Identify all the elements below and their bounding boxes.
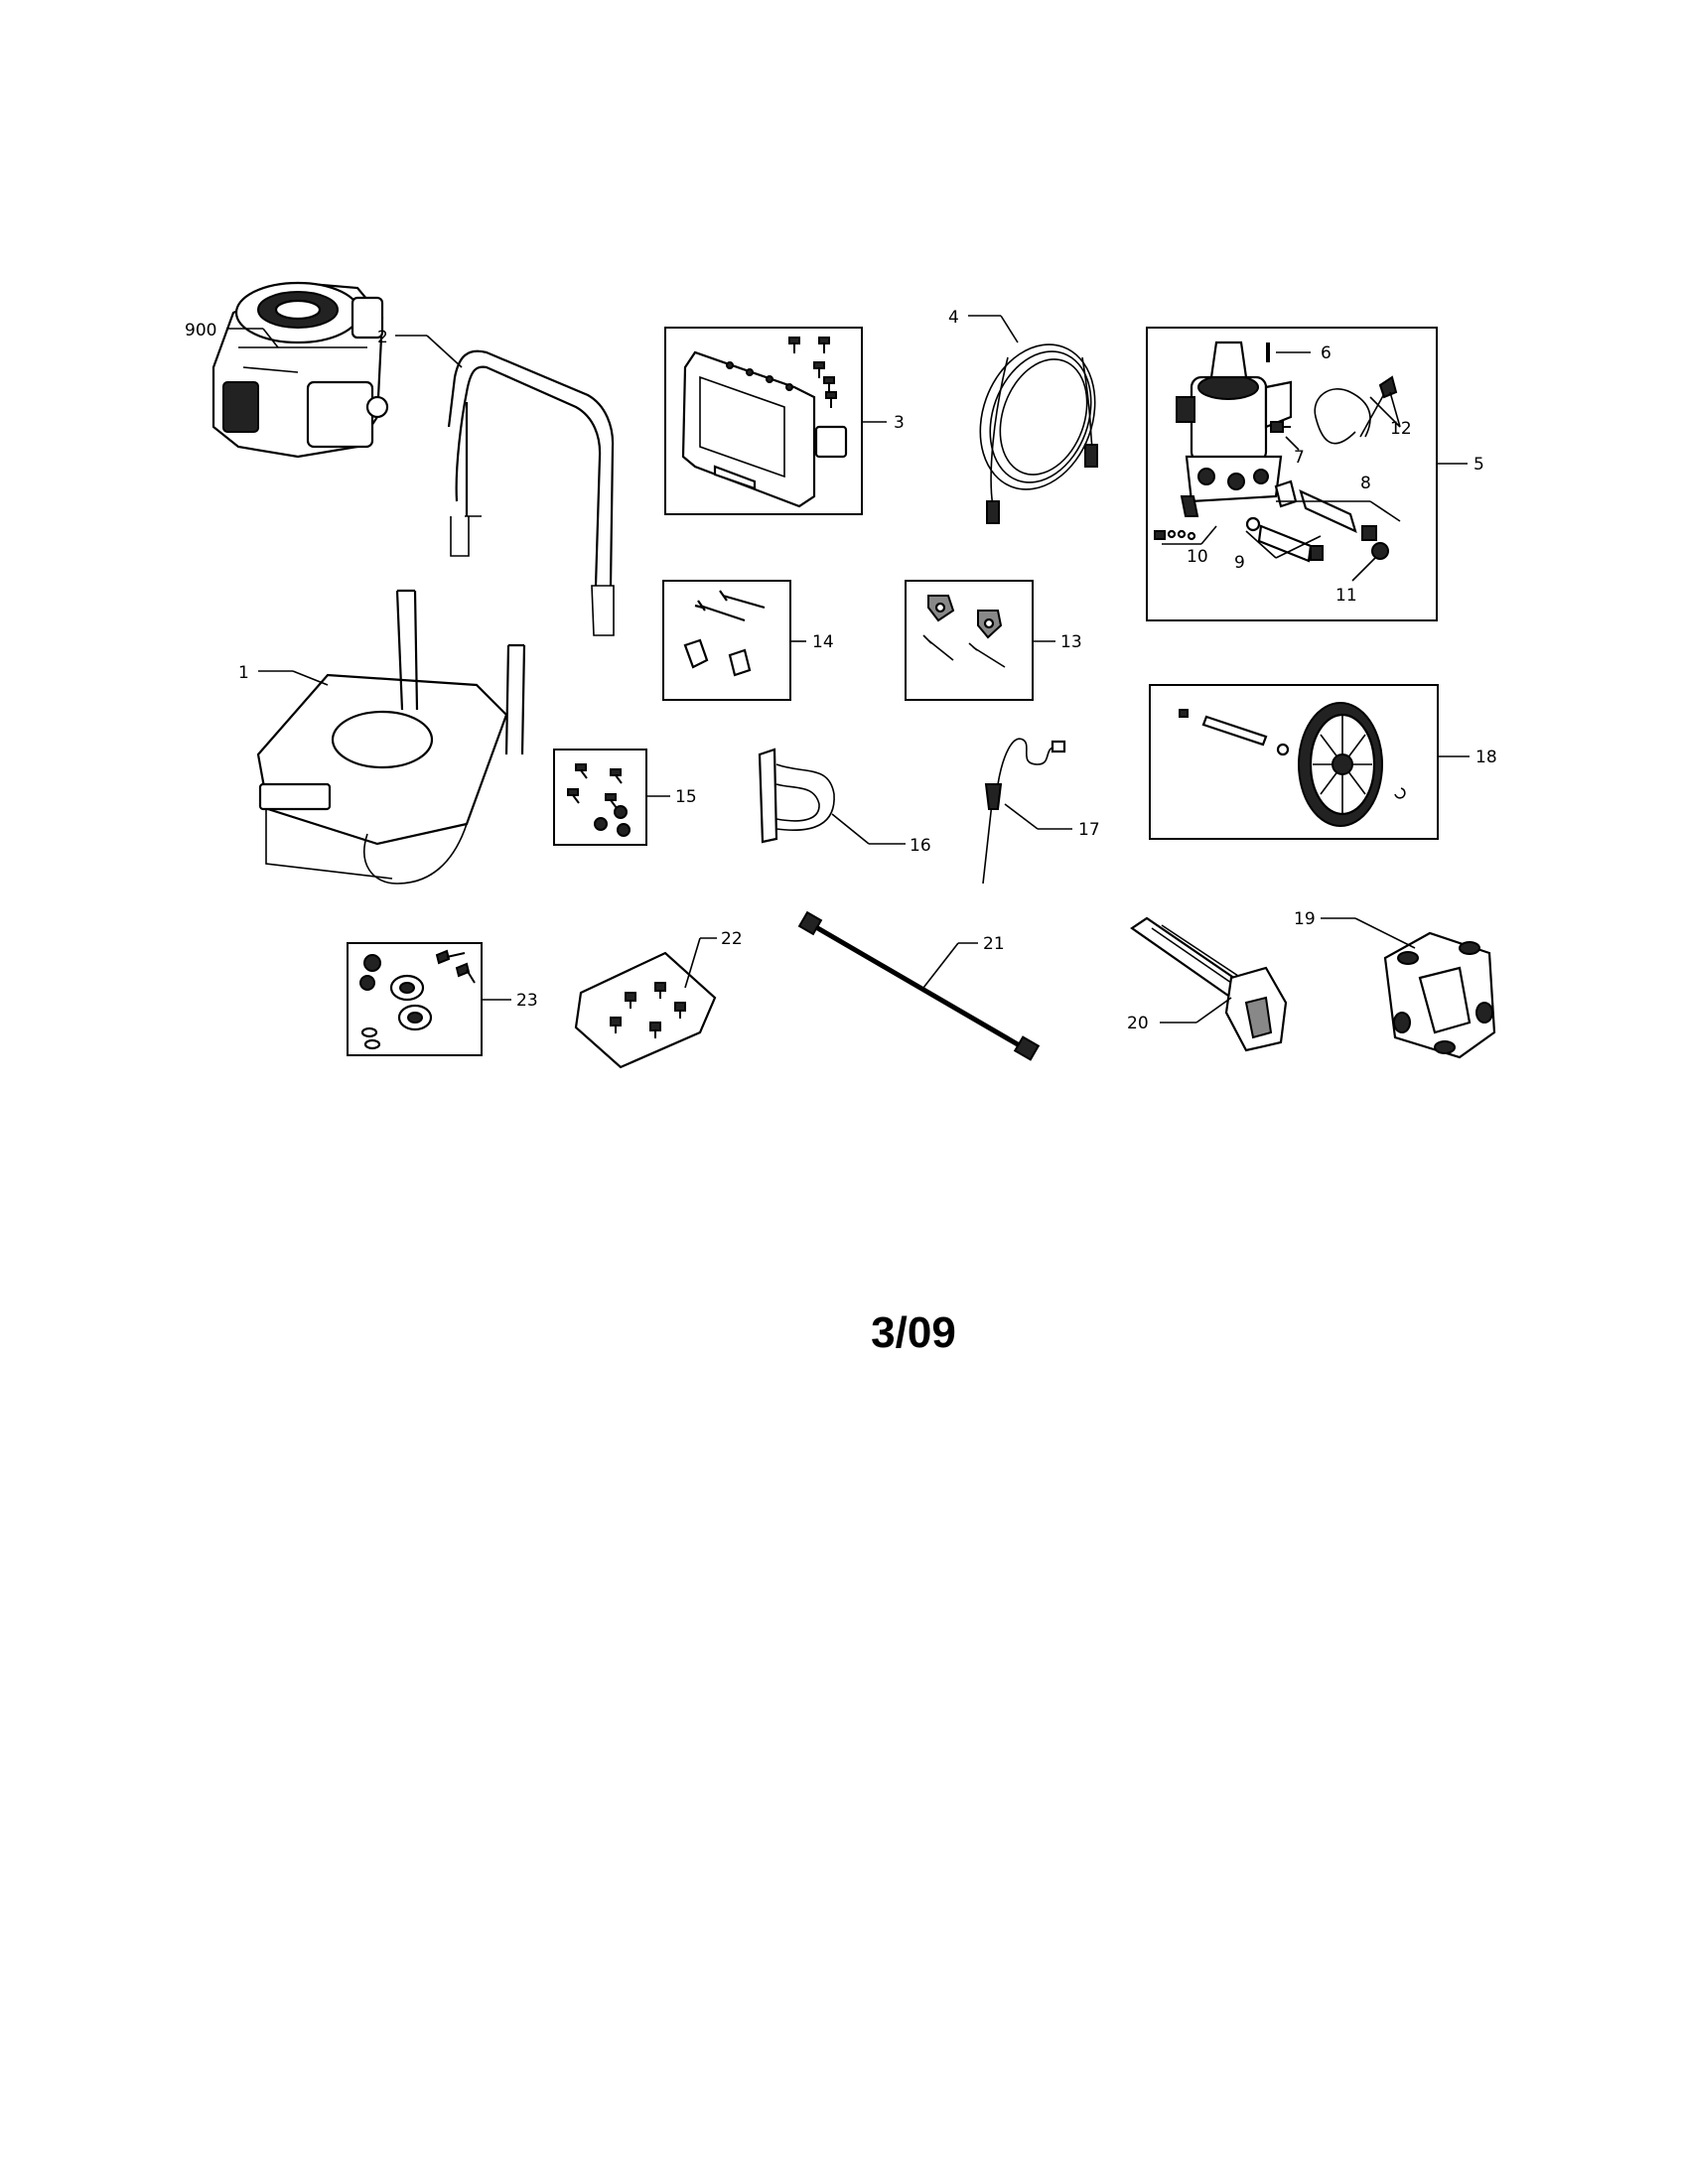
cap-part-11	[1371, 542, 1389, 560]
cable-wand-part	[982, 738, 1066, 885]
spring-part-10	[1154, 529, 1196, 541]
leader-line-11	[1351, 557, 1376, 582]
callout-22: 22	[721, 929, 743, 949]
callout-15: 15	[675, 787, 697, 807]
leader-line-21	[922, 942, 959, 989]
leader-line-9	[1275, 535, 1322, 559]
leader-line-9	[1245, 530, 1277, 559]
knob-kit-box-13	[905, 580, 1034, 701]
leader-line-20	[1195, 997, 1232, 1024]
leader-line-7	[1285, 436, 1300, 451]
callout-7: 7	[1294, 448, 1305, 468]
hose-part	[979, 343, 1098, 524]
callout-11: 11	[1335, 586, 1357, 606]
hardware-kit-15	[567, 763, 631, 837]
callout-8: 8	[1360, 474, 1371, 493]
leader-line-900	[262, 328, 279, 348]
leader-line-1	[292, 670, 329, 686]
leader-line-19	[1354, 917, 1416, 949]
callout-10: 10	[1187, 547, 1208, 567]
wheel-kit-box-18	[1149, 684, 1439, 840]
valve-part-9	[1245, 516, 1324, 563]
frame-part	[256, 589, 526, 885]
callout-6: 6	[1321, 343, 1332, 363]
callout-3: 3	[894, 413, 905, 433]
callout-9: 9	[1234, 553, 1245, 573]
callout-900: 900	[185, 321, 216, 341]
panel-kit-box	[664, 327, 863, 515]
callout-14: 14	[812, 632, 834, 652]
callout-12: 12	[1390, 419, 1412, 439]
bolt-kit-14	[683, 590, 766, 677]
callout-19: 19	[1294, 909, 1316, 929]
wheel-hardware-23	[359, 949, 476, 1050]
callout-4: 4	[948, 308, 959, 328]
hardware-kit-box-15	[553, 749, 647, 846]
leader-line-22	[684, 937, 701, 989]
hose-reel-hub-part	[1383, 931, 1496, 1059]
pump-part	[1176, 341, 1293, 517]
handle-part	[447, 349, 615, 636]
callout-2: 2	[377, 328, 388, 347]
callout-13: 13	[1060, 632, 1082, 652]
callout-17: 17	[1078, 820, 1100, 840]
tube-part-12	[1314, 375, 1398, 445]
leader-line-16	[831, 813, 870, 845]
callout-16: 16	[910, 836, 931, 856]
screw-set	[788, 337, 837, 408]
revision-date-code: 3/09	[871, 1308, 956, 1357]
hardware-bag-22	[574, 951, 717, 1069]
leader-line-10	[1200, 525, 1217, 545]
lance-part	[797, 910, 1041, 1061]
leader-line-12	[1369, 396, 1401, 428]
callout-1: 1	[238, 663, 249, 683]
callout-20: 20	[1127, 1014, 1149, 1033]
callout-21: 21	[983, 934, 1005, 954]
leader-line-17	[1004, 803, 1039, 830]
leader-line-2	[426, 335, 463, 368]
bolt-kit-box-14	[662, 580, 791, 701]
screw-part-7	[1270, 421, 1291, 433]
spray-gun-part	[1130, 916, 1288, 1052]
callout-18: 18	[1475, 748, 1497, 767]
leader-line-12	[1389, 391, 1401, 428]
wheel-kit-18	[1179, 702, 1406, 827]
callout-23: 23	[516, 991, 538, 1011]
holder-part	[758, 748, 835, 844]
pump-kit-box	[1146, 327, 1438, 621]
leader-line-8	[1369, 500, 1401, 522]
callout-5: 5	[1474, 455, 1484, 475]
knob-kit-13	[922, 595, 1006, 668]
engine-part	[211, 281, 389, 459]
panel-part	[681, 350, 848, 508]
parts-diagram: 900 2 1 3	[185, 281, 1497, 1069]
leader-line-4	[1000, 315, 1019, 343]
